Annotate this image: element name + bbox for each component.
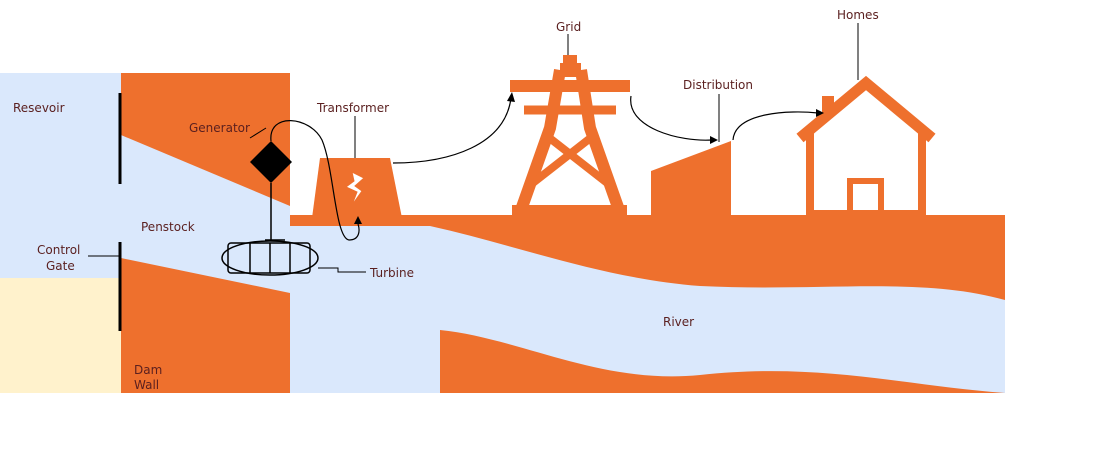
arrow-up-icon — [507, 92, 515, 102]
diamond-icon — [250, 141, 292, 183]
arrow-right-icon — [710, 136, 718, 144]
turbine-label: Turbine — [369, 266, 414, 280]
house-icon — [796, 75, 936, 218]
tower-top — [563, 55, 577, 70]
distribution-label: Distribution — [683, 78, 753, 92]
tower-base — [512, 205, 627, 217]
generator-to-transformer-connector — [270, 120, 360, 241]
dam-wall-label-line1: Dam — [134, 363, 162, 377]
grid-label: Grid — [556, 20, 581, 34]
control-gate-label-line1: Control — [37, 243, 80, 257]
arrow-up-icon — [354, 216, 362, 224]
transformer-label: Transformer — [316, 101, 389, 115]
distribution-to-homes-connector — [732, 111, 819, 141]
turbine-icon — [221, 239, 319, 276]
grid-to-distribution-connector — [630, 95, 713, 141]
penstock — [121, 135, 290, 293]
transformer-to-grid-connector — [392, 97, 512, 164]
penstock-label: Penstock — [141, 220, 195, 234]
transmission-tower-icon — [510, 63, 630, 213]
control-gate-label-line2: Gate — [46, 259, 75, 273]
reservoir-sand — [0, 278, 121, 393]
turbine-leader — [318, 267, 366, 273]
lightning-icon — [345, 171, 365, 206]
arrow-right-icon — [816, 109, 824, 117]
generator-label: Generator — [189, 121, 250, 135]
distribution-building — [651, 141, 731, 216]
river-water — [290, 226, 1005, 393]
transformer — [312, 158, 402, 218]
river-label: River — [663, 315, 694, 329]
dam-wall-label-line2: Wall — [134, 378, 159, 392]
homes-label: Homes — [837, 8, 879, 22]
generator-leader — [249, 127, 267, 139]
generator — [249, 127, 292, 240]
reservoir-label: Resevoir — [13, 101, 65, 115]
reservoir-water — [0, 73, 121, 278]
